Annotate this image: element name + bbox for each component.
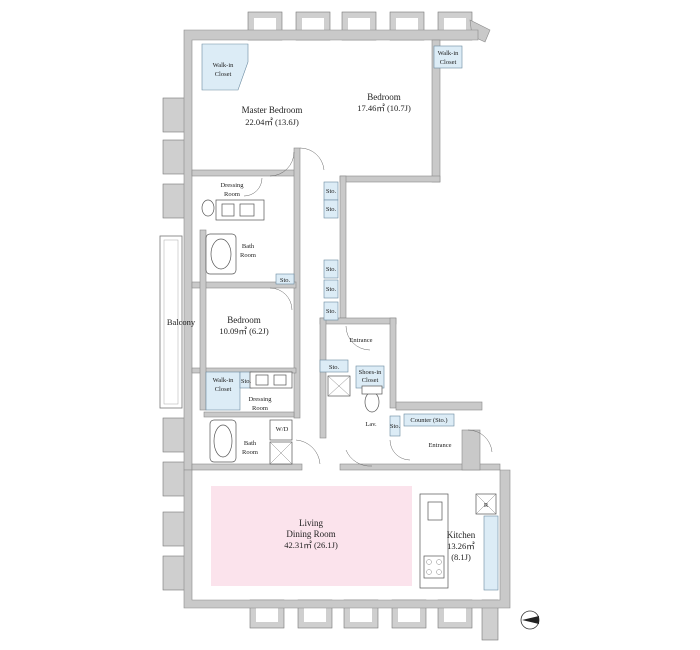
entrance-1-label: Entrance xyxy=(349,337,372,344)
refrigerator-label: R xyxy=(484,502,489,509)
sto-corridor-4: Sto. xyxy=(326,286,337,293)
walk-in-closet-1-line2: Closet xyxy=(215,71,232,78)
sto-corridor-1: Sto. xyxy=(326,188,337,195)
fixtures xyxy=(201,199,497,589)
balcony: Balcony xyxy=(159,235,196,409)
bath-room-1-line1: Bath xyxy=(242,243,255,250)
bedroom-2-area: 10.09㎡ (6.2J) xyxy=(219,326,269,336)
lav-label: Lav. xyxy=(365,421,377,428)
walk-in-closet-2-line2: Closet xyxy=(440,59,457,66)
sto-entrance: Sto. xyxy=(329,364,340,371)
walk-in-closet-2-line1: Walk-in xyxy=(438,50,460,57)
walk-in-closet-3-line1: Walk-in xyxy=(213,377,235,384)
ldr-name-line2: Dining Room xyxy=(286,529,335,539)
sto-corridor-2: Sto. xyxy=(326,206,337,213)
shoes-in-closet-line1: Shoes-in xyxy=(359,369,383,376)
left-window-bays xyxy=(162,97,188,591)
room-labels: Walk-in Closet Master Bedroom 22.04㎡ (13… xyxy=(213,50,489,562)
dressing-room-1-line1: Dressing xyxy=(220,182,244,189)
living-dining-area xyxy=(211,486,412,586)
ldr-area: 42.31㎡ (26.1J) xyxy=(284,540,338,550)
sto-lav: Sto. xyxy=(390,423,401,430)
shoes-in-closet-line2: Closet xyxy=(362,377,379,384)
balcony-label: Balcony xyxy=(167,317,196,327)
closets xyxy=(201,43,499,591)
bedroom-2-name: Bedroom xyxy=(227,315,261,325)
wd-label: W/D xyxy=(276,426,289,433)
dressing-room-1-line2: Room xyxy=(224,191,240,198)
master-bedroom-area: 22.04㎡ (13.6J) xyxy=(245,117,299,127)
kitchen-name: Kitchen xyxy=(447,530,476,540)
dressing-room-2-line1: Dressing xyxy=(248,396,272,403)
sto-closet-3: Sto. xyxy=(241,378,252,385)
walk-in-closet-3-line2: Closet xyxy=(215,386,232,393)
exterior-walls xyxy=(183,29,511,609)
walk-in-closet-1-line1: Walk-in xyxy=(213,62,235,69)
door-swings xyxy=(243,147,493,467)
bath-room-1-line2: Room xyxy=(240,252,256,259)
ldr-name-line1: Living xyxy=(299,518,323,528)
sto-corridor-5: Sto. xyxy=(326,308,337,315)
north-arrow-icon xyxy=(520,610,540,630)
bath-room-2-line1: Bath xyxy=(244,440,257,447)
kitchen-area-line1: 13.26㎡ xyxy=(447,541,475,551)
bath-room-2-line2: Room xyxy=(242,449,258,456)
sto-bath-1: Sto. xyxy=(280,277,291,284)
entrance-2-label: Entrance xyxy=(428,442,451,449)
kitchen-area-line2: (8.1J) xyxy=(451,552,471,562)
bedroom-1-name: Bedroom xyxy=(367,92,401,102)
master-bedroom-name: Master Bedroom xyxy=(242,105,303,115)
counter-label: Counter (Sto.) xyxy=(410,417,447,424)
dressing-room-2-line2: Room xyxy=(252,405,268,412)
sto-corridor-3: Sto. xyxy=(326,266,337,273)
bedroom-1-area: 17.46㎡ (10.7J) xyxy=(357,103,411,113)
